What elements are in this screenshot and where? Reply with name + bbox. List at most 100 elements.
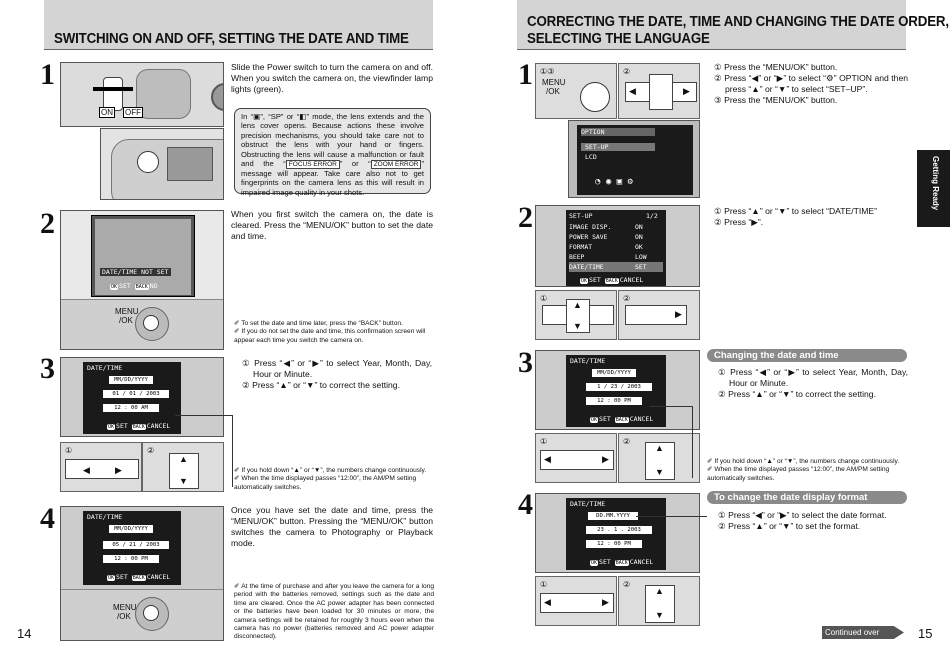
step-number: 4: [518, 488, 533, 521]
step4-text: Once you have set the date and time, pre…: [231, 505, 433, 548]
left-page-header: SWITCHING ON AND OFF, SETTING THE DATE A…: [44, 0, 433, 50]
up-arrow-icon: ▲: [655, 586, 664, 596]
step-number: 1: [518, 58, 533, 91]
zoom-error-tag: ZOOM ERROR: [370, 160, 422, 170]
right-arrow-icon: ▶: [115, 465, 122, 475]
page-number-left: 14: [17, 626, 32, 641]
step-number: 2: [518, 201, 533, 234]
lens-warning-box: In “▣”, “SP” or “◧” mode, the lens exten…: [234, 108, 431, 197]
menu-ok-button-icon: [143, 605, 159, 621]
setup-row-label: FORMAT: [569, 243, 593, 251]
setup-row-label: IMAGE DISP.: [569, 223, 612, 231]
r-step1-pad-b: ② ◀ ▶: [618, 63, 700, 119]
down-arrow-icon: ▼: [655, 610, 664, 620]
r-step4-pad-1: ① ◀ ▶: [535, 576, 617, 626]
step-number: 2: [40, 207, 55, 240]
right-arrow-icon: ▶: [675, 309, 682, 319]
down-arrow-icon: ▼: [655, 467, 664, 477]
setup-row-label: DATE/TIME: [569, 263, 604, 271]
down-arrow-icon: ▼: [179, 476, 188, 486]
step-number: 1: [40, 58, 55, 91]
ok-label: /OK: [546, 87, 560, 96]
setup-row-value: SET: [635, 263, 647, 271]
right-page-header: CORRECTING THE DATE, TIME AND CHANGING T…: [517, 0, 949, 50]
date-format-pill: To change the date display format: [707, 491, 907, 504]
r-step4-pad-2: ② ▲ ▼: [618, 576, 700, 626]
step1-text: Slide the Power switch to turn the camer…: [231, 62, 433, 94]
camera-mode-icon: ▣: [253, 112, 261, 121]
r-step2-pad-1: ① ▲ ▼: [535, 290, 617, 340]
step3-notes: ✐ If you hold down “▲” or “▼”, the numbe…: [234, 467, 427, 491]
setup-menu-row: BEEP LOW: [569, 252, 663, 262]
setup-menu-row: FORMAT OK: [569, 242, 663, 252]
camera-top-illustration: ON OFF: [60, 62, 224, 127]
r-step3-pad-1: ① ◀ ▶: [535, 433, 617, 483]
r-step1-text: ① Press the “MENU/OK” button. ② Press “◀…: [714, 62, 908, 105]
ok-label: /OK: [117, 612, 131, 621]
mode-icons: ◔ ◉ ▣ ⚙: [595, 177, 633, 187]
step3-text: ① Press “◀” or “▶” to select Year, Month…: [242, 358, 432, 390]
menu-label: MENU: [113, 603, 137, 612]
left-page-title: SWITCHING ON AND OFF, SETTING THE DATE A…: [54, 31, 409, 47]
setup-row-label: BEEP: [569, 253, 585, 261]
r-step2-pad-2: ② ▶: [618, 290, 700, 340]
page-number-right: 15: [918, 626, 933, 641]
r-step3-lcd: DATE/TIME MM/DD/YYYY 1 / 23 / 2003 12 : …: [535, 350, 700, 430]
left-arrow-icon: ◀: [629, 86, 636, 96]
step-number: 4: [40, 502, 55, 535]
scene-mode-icon: ◧: [299, 112, 307, 121]
setup-row-value: OK: [635, 243, 643, 251]
r-step1-lcd: OPTION SET-UP LCD ◔ ◉ ▣ ⚙: [568, 120, 700, 198]
switch-off-label: OFF: [123, 107, 143, 118]
r-step2-text: ① Press “▲” or “▼” to select “DATE/TIME”…: [714, 206, 878, 227]
ok-label: /OK: [119, 316, 133, 325]
step3-lcd-illustration: DATE/TIME MM/DD/YYYY 01 / 01 / 2003 12 :…: [60, 357, 224, 437]
r-step3-text: ① Press “◀” or “▶” to select Year, Month…: [718, 367, 908, 399]
step-number: 3: [40, 352, 55, 385]
camera-back-lamp-illustration: [100, 128, 224, 200]
setup-row-value: ON: [635, 233, 643, 241]
menu-label: MENU: [115, 307, 139, 316]
menu-ok-button-icon: [143, 315, 159, 331]
continued-over-page: Continued over page...: [822, 626, 904, 643]
up-arrow-icon: ▲: [179, 454, 188, 464]
step2-text: When you first switch the camera on, the…: [231, 209, 433, 241]
r-step3-notes: ✐ If you hold down “▲” or “▼”, the numbe…: [707, 458, 900, 482]
lcd-message: DATE/TIME NOT SET: [100, 268, 171, 276]
setup-row-value: LOW: [635, 253, 647, 261]
switch-on-label: ON: [99, 107, 115, 118]
left-arrow-icon: ◀: [83, 465, 90, 475]
changing-date-pill: Changing the date and time: [707, 349, 907, 362]
r-step3-pad-2: ② ▲ ▼: [618, 433, 700, 483]
step3-pad-2: ② ▲ ▼: [142, 442, 224, 492]
step-number: 3: [518, 346, 533, 379]
r-step1-pad-a: ①③ MENU /OK: [535, 63, 617, 119]
r-step4-text: ① Press “◀” or “▶” to select the date fo…: [718, 510, 887, 531]
right-arrow-icon: ▶: [602, 454, 609, 464]
right-arrow-icon: ▶: [683, 86, 690, 96]
step3-pad-1: ① ◀ ▶: [60, 442, 142, 492]
step2-notes: ✐ To set the date and time later, press …: [234, 320, 426, 344]
down-arrow-icon: ▼: [573, 321, 582, 331]
left-arrow-icon: ◀: [544, 597, 551, 607]
r-step4-lcd: DATE/TIME DD.MM.YYYY 23 . 1 . 2003 12 : …: [535, 493, 700, 573]
right-page-title-line1: CORRECTING THE DATE, TIME AND CHANGING T…: [527, 14, 949, 30]
setup-menu-row: DATE/TIME SET: [569, 262, 663, 272]
step4-note: ✐ At the time of purchase and after you …: [234, 583, 434, 641]
right-page-title-line2: SELECTING THE LANGUAGE: [527, 31, 710, 47]
up-arrow-icon: ▲: [573, 300, 582, 310]
step4-camera-illustration: DATE/TIME MM/DD/YYYY 05 / 21 / 2003 12 :…: [60, 506, 224, 641]
up-arrow-icon: ▲: [655, 443, 664, 453]
menu-ok-button-icon: [580, 82, 610, 112]
menu-label: MENU: [542, 78, 566, 87]
getting-ready-tab[interactable]: Getting Ready: [917, 150, 950, 227]
left-arrow-icon: ◀: [544, 454, 551, 464]
right-arrow-icon: ▶: [602, 597, 609, 607]
setup-row-value: ON: [635, 223, 643, 231]
focus-error-tag: FOCUS ERROR: [285, 160, 340, 170]
